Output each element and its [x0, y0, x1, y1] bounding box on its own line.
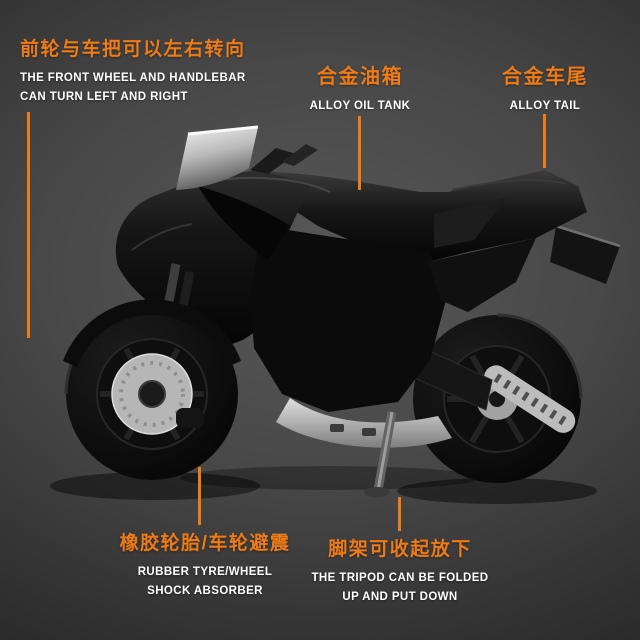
- callout-front-wheel: 前轮与车把可以左右转向 THE FRONT WHEEL AND HANDLEBA…: [20, 34, 246, 107]
- callout-front-wheel-zh: 前轮与车把可以左右转向: [20, 39, 246, 60]
- callout-tail: 合金车尾 ALLOY TAIL: [455, 60, 635, 116]
- oil-tank-callout-line: [358, 116, 361, 190]
- callout-oil-tank: 合金油箱 ALLOY OIL TANK: [250, 60, 470, 116]
- callout-front-wheel-en-line2: CAN TURN LEFT AND RIGHT: [20, 91, 188, 103]
- callout-tyre-shock-zh: 橡胶轮胎/车轮避震: [119, 533, 291, 554]
- tail-callout-line: [543, 114, 546, 168]
- callout-front-wheel-en-line1: THE FRONT WHEEL AND HANDLEBAR: [20, 72, 246, 84]
- kickstand: [364, 411, 397, 497]
- callout-oil-tank-en: ALLOY OIL TANK: [309, 100, 411, 112]
- belly-exhaust: [276, 398, 452, 448]
- callout-tyre-shock-en-line2: SHOCK ABSORBER: [147, 585, 263, 597]
- bike-body: [115, 136, 587, 412]
- tyre-callout-line: [198, 467, 201, 525]
- ground-shadow: [50, 466, 597, 504]
- front-wheel-callout-line: [27, 112, 30, 338]
- front-fender: [63, 299, 241, 367]
- callout-tyre-shock: 橡胶轮胎/车轮避震 RUBBER TYRE/WHEEL SHOCK ABSORB…: [90, 528, 320, 601]
- windscreen: [176, 125, 259, 190]
- drive-chain: [484, 365, 576, 433]
- front-wheel: [64, 306, 238, 480]
- callout-tripod: 脚架可收起放下 THE TRIPOD CAN BE FOLDED UP AND …: [285, 534, 515, 607]
- callout-tail-en: ALLOY TAIL: [509, 100, 581, 112]
- callout-tripod-en-line1: THE TRIPOD CAN BE FOLDED: [311, 572, 489, 584]
- callout-tyre-shock-en-line1: RUBBER TYRE/WHEEL: [137, 566, 273, 578]
- rear-wheel: [413, 313, 583, 483]
- tail-mudguard: [550, 224, 621, 284]
- callout-tripod-zh: 脚架可收起放下: [328, 539, 472, 560]
- callout-tail-zh: 合金车尾: [502, 66, 588, 88]
- callout-oil-tank-zh: 合金油箱: [317, 66, 403, 88]
- tripod-callout-line: [398, 497, 401, 531]
- callout-tripod-en-line2: UP AND PUT DOWN: [342, 591, 458, 603]
- mirrors: [250, 144, 318, 174]
